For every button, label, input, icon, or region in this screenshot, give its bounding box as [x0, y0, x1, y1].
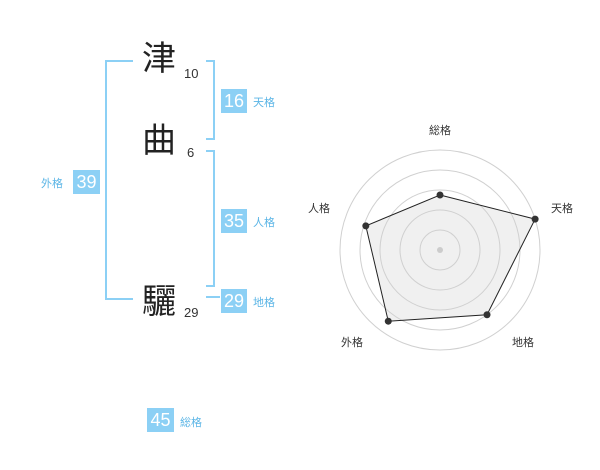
radar-point: [483, 311, 491, 319]
radar-point: [384, 317, 392, 325]
radar-ring: [419, 229, 461, 271]
radar-axis-label-tenkaku: 天格: [551, 201, 573, 215]
name-char-1: 津: [142, 39, 176, 79]
outer-bracket: [105, 60, 133, 300]
soukaku-value: 45: [147, 408, 174, 432]
stroke-count-1: 10: [184, 66, 199, 81]
radar-axis-label-jinkaku: 人格: [308, 201, 330, 215]
stroke-count-3: 29: [184, 305, 199, 320]
radar-axis-label-chikaku: 地格: [512, 335, 534, 349]
jinkaku-label: 人格: [253, 216, 275, 229]
gaikaku-value: 39: [73, 170, 100, 194]
radar-ring: [399, 209, 481, 291]
tenkaku-value: 16: [221, 89, 247, 113]
radar-center-dot: [437, 247, 443, 253]
person-bracket: [206, 150, 215, 287]
jinkaku-value: 35: [221, 209, 247, 233]
radar-point: [531, 215, 539, 223]
chikaku-label: 地格: [253, 296, 275, 309]
radar-axis-label-gaikaku: 外格: [341, 335, 363, 349]
soukaku-label: 総格: [180, 416, 202, 429]
stroke-count-2: 6: [187, 145, 195, 160]
radar-point: [362, 222, 370, 230]
earth-connector: [206, 296, 220, 298]
radar-point: [436, 191, 444, 199]
gaikaku-label: 外格: [41, 177, 63, 190]
name-char-3: 驪: [142, 282, 176, 322]
radar-points: [362, 191, 539, 325]
chikaku-value: 29: [221, 289, 247, 313]
radar-ring: [379, 189, 501, 311]
name-char-2: 曲: [142, 121, 176, 161]
radar-polygon: [365, 194, 536, 322]
heaven-bracket: [206, 60, 215, 140]
tenkaku-label: 天格: [253, 96, 275, 109]
radar-axis-label-soukaku: 総格: [429, 123, 451, 137]
